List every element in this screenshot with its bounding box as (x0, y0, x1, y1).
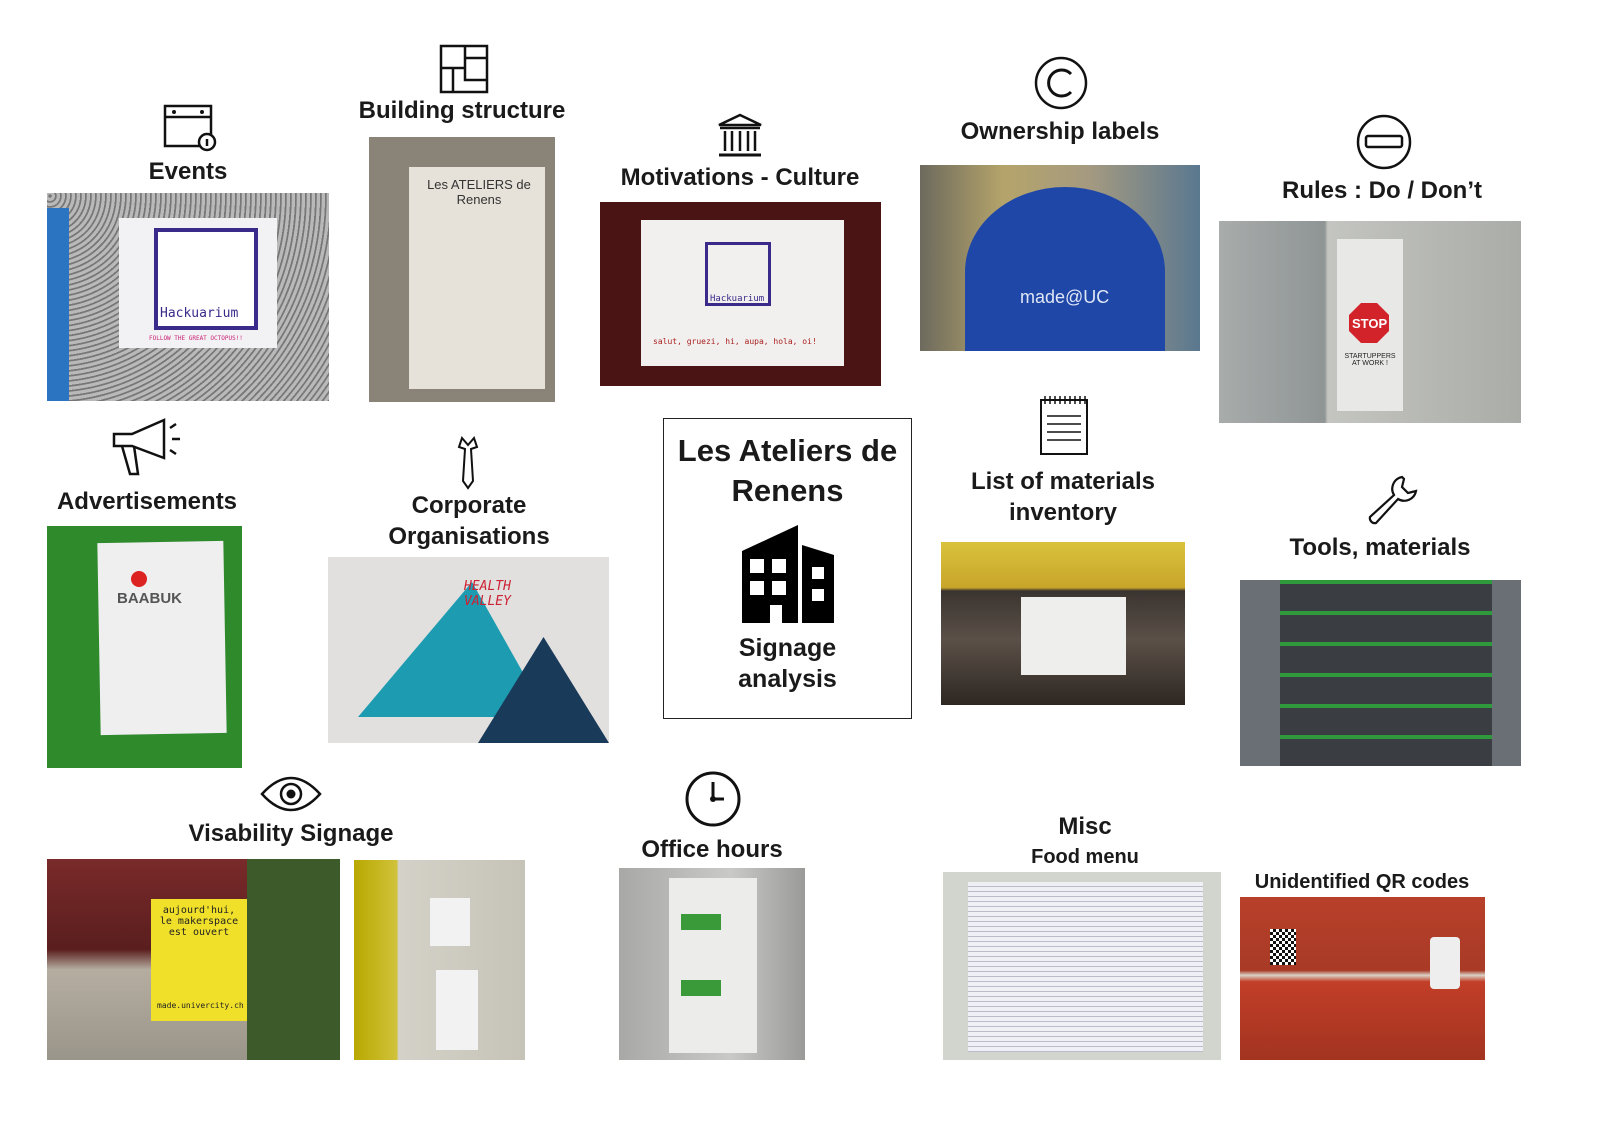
motivations-culture-photo: Hackuarium salut, gruezi, hi, aupa, hola… (600, 202, 881, 386)
calendar-info-icon (163, 104, 217, 152)
rules-photo: STOP STARTUPPERS AT WORK ! (1219, 221, 1521, 423)
office-hours-label: Office hours (641, 836, 783, 863)
materials-list-photo (941, 542, 1185, 705)
materials-list-label-line1: List of materials (970, 468, 1156, 495)
corporate-photo: HEALTH VALLEY (328, 557, 609, 743)
food-menu-label: Food menu (1031, 846, 1139, 868)
qr-codes-label: Unidentified QR codes (1254, 871, 1470, 893)
visibility-signage-photo-1: aujourd'hui, le makerspace est ouvert ma… (47, 859, 340, 1060)
motivations-culture-label: Motivations - Culture (620, 164, 860, 191)
events-label: Events (148, 158, 228, 185)
rules-label: Rules : Do / Don’t (1282, 177, 1482, 204)
wrench-icon (1368, 475, 1418, 525)
corporate-label-line2: Organisations (388, 523, 550, 550)
no-entry-icon (1356, 114, 1412, 170)
food-menu-photo (943, 872, 1221, 1060)
ownership-labels-photo: made@UC (920, 165, 1200, 351)
center-subtitle: Signage analysis (738, 634, 837, 693)
building-icon (741, 525, 834, 623)
corporate-label-line1: Corporate (411, 492, 527, 519)
advertisements-photo: BAABUK (47, 526, 242, 768)
misc-label: Misc (1058, 813, 1112, 840)
museum-icon (718, 113, 762, 157)
qr-codes-photo (1240, 897, 1485, 1060)
eye-icon (260, 776, 322, 812)
office-hours-photo (619, 868, 805, 1060)
tools-materials-label: Tools, materials (1289, 534, 1471, 561)
materials-list-label-line2: inventory (1008, 499, 1118, 526)
tools-materials-photo (1240, 580, 1521, 766)
events-photo: Hackuarium FOLLOW THE GREAT OCTOPUS!! (47, 193, 329, 401)
ownership-labels-label: Ownership labels (960, 118, 1160, 145)
notepad-icon (1040, 396, 1088, 455)
floorplan-icon (439, 44, 489, 94)
building-structure-photo: Les ATELIERS de Renens (369, 137, 555, 402)
center-title-box: Les Ateliers de Renens Signage analysis (663, 418, 912, 719)
copyright-icon (1034, 56, 1088, 110)
center-title: Les Ateliers de Renens (677, 433, 898, 508)
megaphone-icon (112, 418, 180, 476)
building-structure-label: Building structure (358, 97, 566, 124)
visibility-signage-photo-2 (354, 860, 525, 1060)
necktie-icon (457, 436, 479, 490)
clock-icon (685, 771, 741, 827)
advertisements-label: Advertisements (56, 488, 238, 515)
visibility-signage-label: Visability Signage (188, 820, 394, 847)
